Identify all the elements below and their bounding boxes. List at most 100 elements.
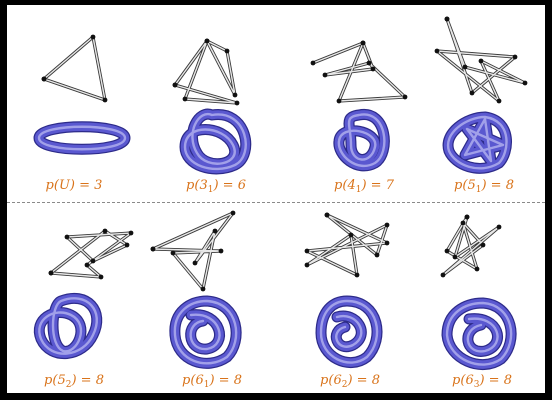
stick-vertex — [512, 54, 518, 60]
label-figure-eight: p(41) = 7 — [334, 178, 394, 195]
label-cinquefoil: p(51) = 8 — [454, 178, 514, 195]
tube-highlight — [446, 115, 508, 170]
knot-subscript: 3 — [473, 380, 480, 390]
stick-vertex — [90, 258, 96, 264]
stick-vertex — [370, 66, 376, 72]
stick-number-value: 8 — [505, 178, 514, 193]
knot-name: 4 — [347, 178, 356, 193]
stick-vertex — [384, 240, 390, 246]
stick-vertex — [102, 228, 108, 234]
stick-vertex — [464, 214, 470, 220]
stick-edge-fill — [312, 42, 406, 102]
knot-subscript: 2 — [341, 380, 348, 390]
stick-vertex — [41, 76, 47, 82]
knot-name: 5 — [467, 178, 476, 193]
tube-knot-6-3 — [441, 297, 517, 371]
stick-polygon-figure-eight — [310, 40, 408, 104]
stick-number-value: 8 — [95, 373, 104, 388]
stick-vertex — [232, 92, 238, 98]
stick-vertex — [90, 34, 96, 40]
stick-vertex — [522, 80, 528, 86]
knot-name: 5 — [57, 373, 66, 388]
stick-edge-fill — [174, 40, 238, 104]
stick-vertex — [384, 222, 390, 228]
tube-highlight — [173, 299, 238, 365]
stick-vertex — [434, 48, 440, 54]
stick-vertex — [150, 246, 156, 252]
stick-number-value: 8 — [503, 373, 512, 388]
stick-vertex — [440, 272, 446, 278]
knot-subscript: 1 — [355, 185, 362, 195]
stick-vertex — [218, 248, 224, 254]
stick-polygon-6-2 — [304, 212, 390, 278]
stick-edge-fill — [152, 212, 234, 290]
label-trefoil: p(31) = 6 — [186, 178, 246, 195]
stick-number-value: 7 — [385, 178, 394, 193]
tube-knot-trefoil — [179, 108, 252, 175]
tube-knot-stevedore — [169, 295, 242, 369]
stick-vertex — [304, 248, 310, 254]
stick-vertex — [348, 232, 354, 238]
knot-subscript: 1 — [203, 380, 210, 390]
row-divider — [7, 202, 545, 203]
knot-subscript: 1 — [207, 185, 214, 195]
label-unknot: p(U) = 3 — [45, 178, 103, 193]
stick-vertex — [182, 96, 188, 102]
tube-highlight — [37, 125, 127, 151]
figure-panel: p(U) = 3 p(31) = 6 p(41) = 7 p(51) = 8 p… — [7, 5, 545, 393]
stick-polygon-cinquefoil — [434, 16, 528, 104]
tube-highlight — [319, 299, 379, 364]
knot-name: 6 — [333, 373, 342, 388]
stick-number-value: 8 — [371, 373, 380, 388]
knot-name: U — [58, 178, 70, 193]
knot-name: 6 — [195, 373, 204, 388]
label-6-2: p(62) = 8 — [320, 373, 380, 390]
stick-vertex — [230, 210, 236, 216]
stick-number-value: 6 — [237, 178, 246, 193]
knot-figure-canvas — [33, 16, 528, 371]
stick-vertex — [324, 212, 330, 218]
stick-vertex — [444, 16, 450, 22]
stick-vertex — [480, 242, 486, 248]
stick-vertex — [322, 72, 328, 78]
label-6-3: p(63) = 8 — [452, 373, 512, 390]
label-three-twist: p(52) = 8 — [44, 373, 104, 390]
stick-vertex — [170, 250, 176, 256]
stick-vertex — [204, 38, 210, 44]
stick-vertex — [462, 64, 468, 70]
stick-vertex — [200, 286, 206, 292]
stick-vertex — [336, 98, 342, 104]
stick-vertex — [234, 100, 240, 106]
stick-vertex — [374, 252, 380, 258]
stick-vertex — [310, 60, 316, 66]
tube-highlight — [445, 301, 513, 366]
stick-edge-outline — [50, 229, 133, 279]
stick-edge-outline — [42, 35, 107, 102]
stick-vertex — [172, 82, 178, 88]
stick-vertex — [98, 274, 104, 280]
stick-vertex — [124, 242, 130, 248]
stick-vertex — [84, 262, 90, 268]
tube-highlight — [337, 113, 386, 167]
stick-vertex — [460, 220, 466, 226]
stick-polygon-three-twist — [48, 228, 134, 280]
stick-vertex — [444, 248, 450, 254]
tube-knot-unknot — [33, 121, 131, 155]
stick-vertex — [212, 228, 218, 234]
tube-knot-three-twist — [33, 292, 103, 360]
stick-vertex — [304, 262, 310, 268]
stick-polygon-stevedore — [150, 210, 236, 292]
stick-vertex — [102, 97, 108, 103]
stick-vertex — [402, 94, 408, 100]
tube-highlight — [183, 112, 247, 171]
knot-name: 6 — [465, 373, 474, 388]
tube-knot-6-2 — [315, 295, 383, 368]
stick-vertex — [128, 230, 134, 236]
stick-vertex — [496, 224, 502, 230]
stick-vertex — [478, 58, 484, 64]
tube-highlight — [38, 297, 98, 355]
stick-vertex — [366, 60, 372, 66]
tube-knot-figure-eight — [333, 109, 390, 172]
stick-edge-fill — [43, 36, 106, 101]
stick-vertex — [496, 98, 502, 104]
